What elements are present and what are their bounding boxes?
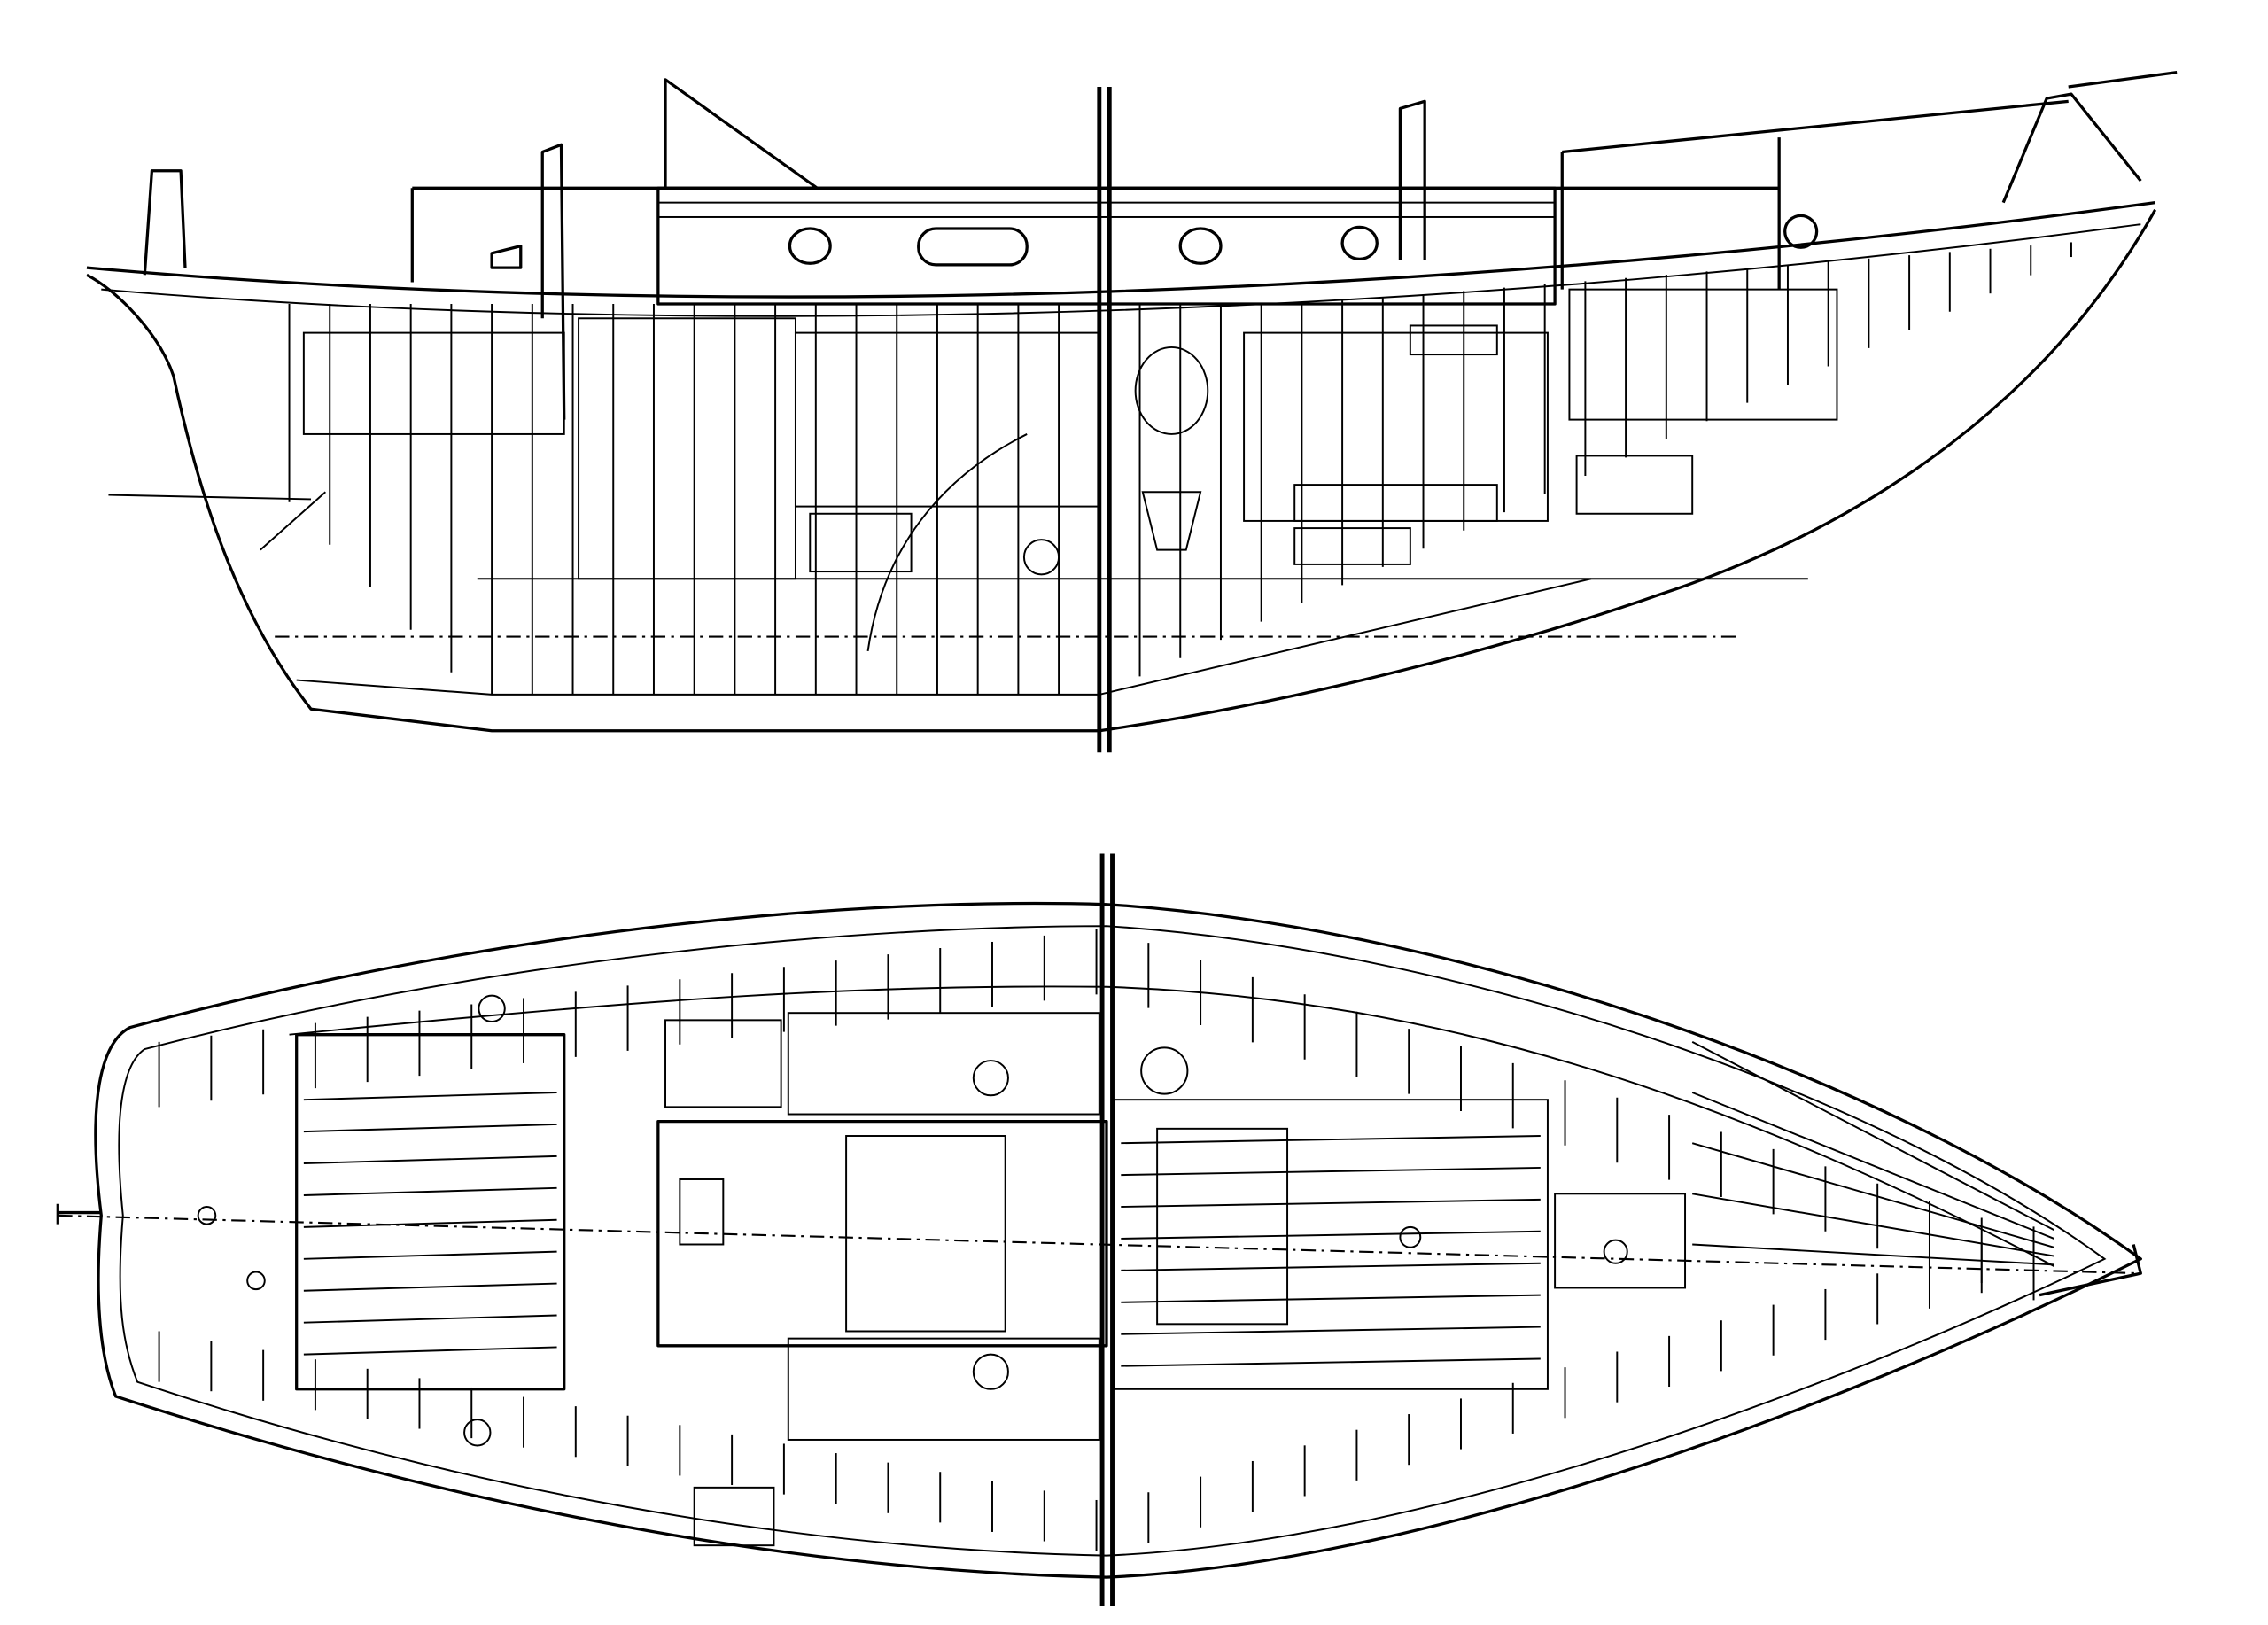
frame-line — [303, 1155, 557, 1165]
cabin-roof — [656, 201, 1557, 218]
frame-line — [303, 1250, 557, 1260]
frame-line — [1691, 1142, 2054, 1248]
frame-line — [1691, 1040, 2054, 1232]
cockpit — [295, 1033, 566, 1391]
frame-line — [1121, 1166, 1541, 1177]
frame-line — [1121, 1230, 1541, 1240]
profile-hull-outline — [86, 209, 2157, 733]
cabin-house — [656, 186, 1557, 306]
cabin-hatch — [1156, 1127, 1289, 1326]
cabin-table — [845, 1135, 1006, 1333]
frame-line — [303, 1123, 557, 1133]
deck-rigging — [143, 71, 2178, 420]
plan-deck-edge — [289, 985, 2054, 1267]
frame-line — [303, 1346, 557, 1356]
frame-line — [303, 1314, 557, 1324]
frame-line — [1121, 1198, 1541, 1209]
profile-interior — [108, 288, 1838, 652]
frame-line — [1121, 1326, 1541, 1335]
bowsprit-plan — [2039, 1244, 2142, 1297]
frame-line — [1691, 1092, 2054, 1240]
companionway — [656, 1120, 1108, 1348]
plan-planking — [303, 1040, 2054, 1367]
plan-centerline — [58, 1214, 2141, 1275]
plan-fittings — [197, 994, 1687, 1547]
frame-line — [1121, 1262, 1541, 1271]
profile-keel — [296, 578, 1592, 696]
portlights — [788, 225, 1379, 267]
plan-inner-sheer — [118, 925, 2107, 1557]
mast-plan — [1099, 853, 1115, 1606]
frame-line — [1692, 1193, 2054, 1257]
profile-frames — [288, 242, 2072, 695]
settee-starboard — [787, 1337, 1100, 1441]
frame-line — [1121, 1294, 1541, 1303]
galley — [664, 1019, 782, 1108]
plan-hull-outline — [94, 901, 2142, 1579]
forward-cabin — [1113, 1099, 1549, 1390]
frame-line — [303, 1218, 557, 1228]
settee-port — [787, 1012, 1100, 1116]
mast-profile — [1097, 86, 1112, 753]
plan-frames — [158, 929, 2035, 1551]
frame-line — [1692, 1243, 2054, 1266]
profile-deck-line — [101, 223, 2141, 317]
frame-line — [1121, 1135, 1541, 1145]
frame-line — [303, 1282, 557, 1292]
stern-fitting — [56, 1203, 102, 1225]
profile-view — [86, 71, 2178, 753]
plan-view — [56, 853, 2142, 1606]
frame-line — [303, 1092, 557, 1101]
frame-line — [303, 1186, 557, 1196]
profile-sheer-line — [86, 201, 2155, 299]
frame-line — [1121, 1357, 1541, 1367]
